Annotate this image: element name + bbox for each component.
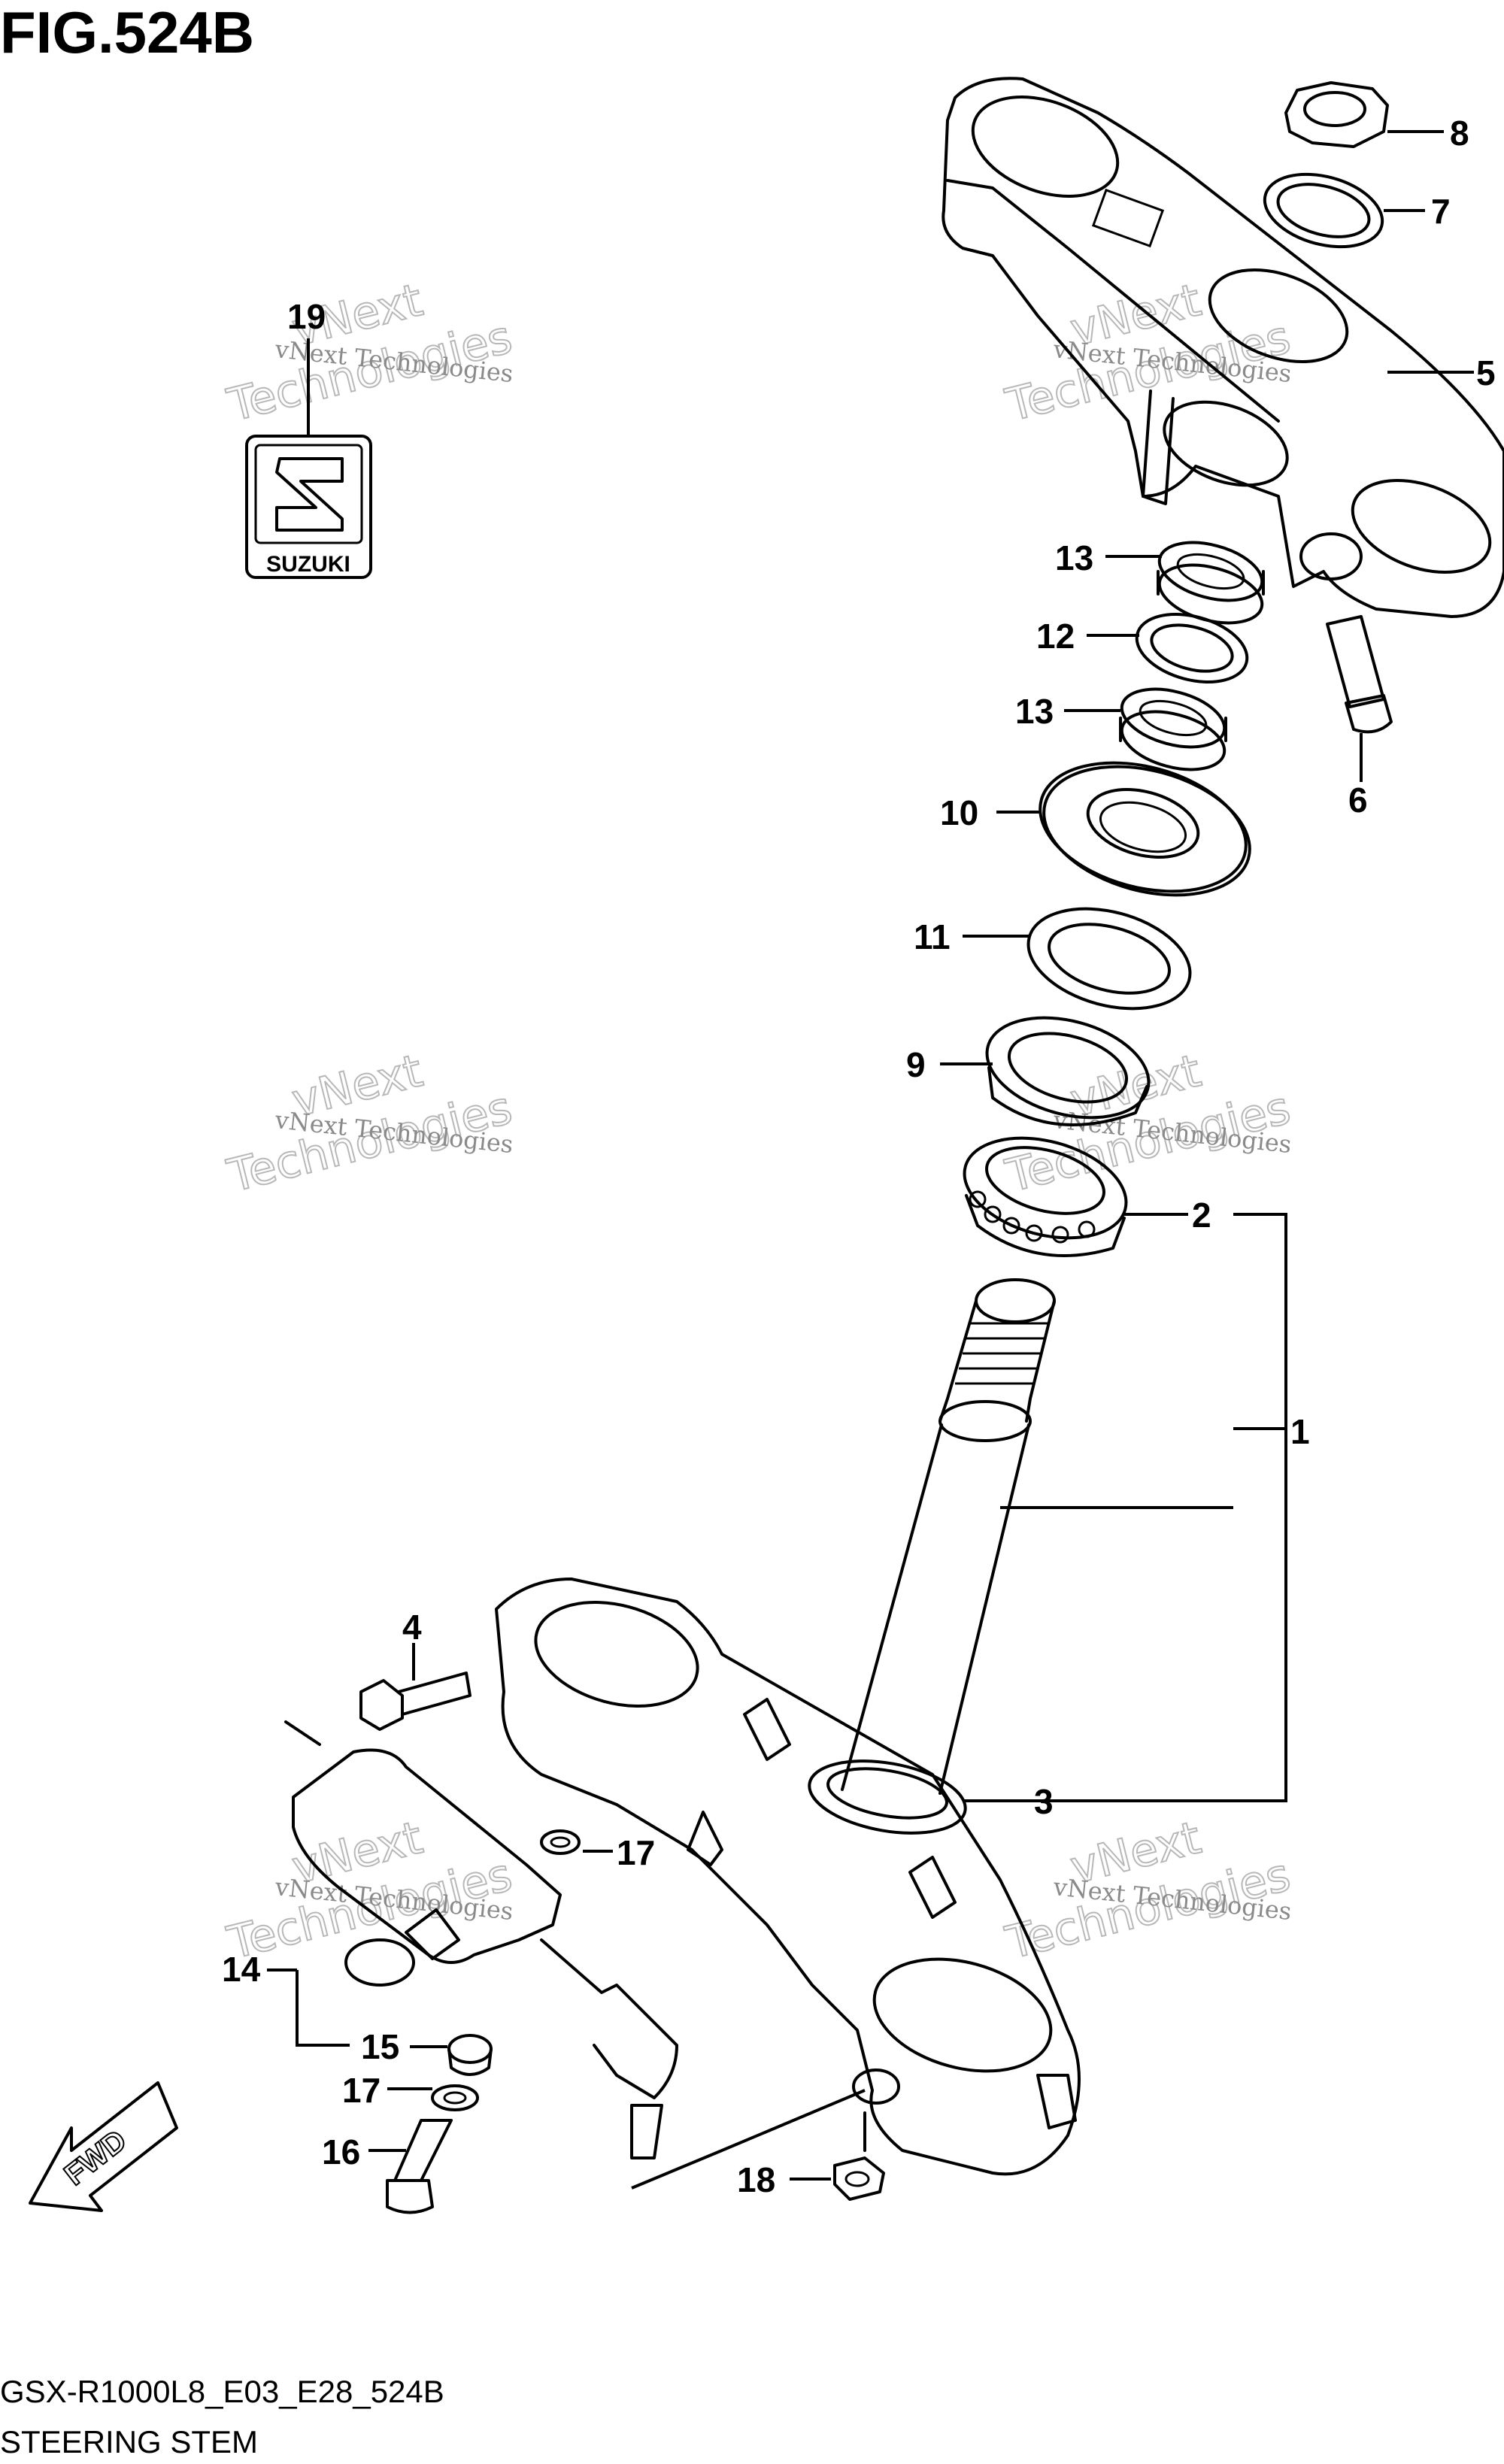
callout-13a: 13 — [1055, 538, 1093, 577]
callout-10: 10 — [940, 793, 978, 832]
lock-nut-part-13a — [1105, 541, 1265, 625]
washer-part-7 — [1263, 172, 1425, 249]
callout-8: 8 — [1450, 114, 1469, 153]
nut-part-8 — [1284, 81, 1444, 148]
callout-7: 7 — [1431, 192, 1451, 231]
steering-damper-part-14 — [267, 1720, 678, 2159]
callout-2: 2 — [1192, 1196, 1211, 1235]
watermark-group-6: vNext Technologies vNext Technologies — [1000, 1811, 1296, 1971]
washer-part-17b — [387, 2084, 479, 2111]
dust-seal-part-10 — [996, 761, 1251, 897]
callout-9: 9 — [906, 1045, 926, 1084]
assembly-line — [631, 2089, 866, 2190]
washer-part-17a — [540, 1829, 613, 1855]
figure-code: GSX-R1000L8_E03_E28_524B — [0, 2374, 444, 2409]
bearing-race-part-9 — [940, 1016, 1151, 1126]
seal-part-3 — [808, 1759, 967, 1835]
suzuki-emblem-part: SUZUKI — [245, 338, 372, 579]
nut-part-18 — [790, 2111, 885, 2201]
watermark-group-5: vNext Technologies vNext Technologies — [222, 1811, 518, 1971]
callout-17b: 17 — [342, 2071, 381, 2110]
callout-bracket — [963, 1213, 1287, 1802]
steering-stem-part-1 — [841, 1278, 1056, 1795]
lock-nut-part-13b — [1064, 687, 1227, 771]
bolt-part-6 — [1326, 615, 1393, 782]
callout-15: 15 — [361, 2027, 399, 2066]
callout-19: 19 — [287, 297, 326, 336]
upper-bracket-part — [942, 77, 1504, 618]
callout-11: 11 — [914, 917, 951, 956]
callout-17a: 17 — [617, 1833, 655, 1872]
bearing-part-2 — [963, 1136, 1188, 1257]
bolt-part-4 — [359, 1643, 472, 1731]
callout-18: 18 — [737, 2160, 775, 2199]
callout-14: 14 — [222, 1950, 261, 1989]
callout-4: 4 — [402, 1608, 422, 1647]
figure-caption: STEERING STEM — [0, 2424, 258, 2459]
callout-1: 1 — [1290, 1412, 1310, 1451]
figure-title: FIG.524B — [0, 0, 254, 65]
watermark-group-4: vNext Technologies vNext Technologies — [1000, 1044, 1296, 1204]
lower-bracket — [495, 1578, 1081, 2176]
callout-12: 12 — [1036, 617, 1075, 656]
bushing-part-15 — [410, 2034, 493, 2076]
watermark-group-1: vNext Technologies vNext Technologies — [222, 273, 518, 433]
callout-3: 3 — [1034, 1782, 1054, 1821]
watermark-group-3: vNext Technologies vNext Technologies — [222, 1044, 518, 1204]
bolt-part-16 — [368, 2119, 453, 2214]
washer-part-12 — [1087, 613, 1249, 683]
suzuki-s-icon — [275, 457, 344, 532]
forward-arrow-icon: FWD — [29, 2081, 178, 2212]
callout-13b: 13 — [1015, 692, 1054, 731]
emblem-text: SUZUKI — [266, 552, 350, 577]
callout-6: 6 — [1348, 780, 1368, 820]
washer-part-11 — [963, 907, 1192, 1011]
callout-5: 5 — [1476, 353, 1496, 392]
callout-16: 16 — [322, 2132, 360, 2172]
